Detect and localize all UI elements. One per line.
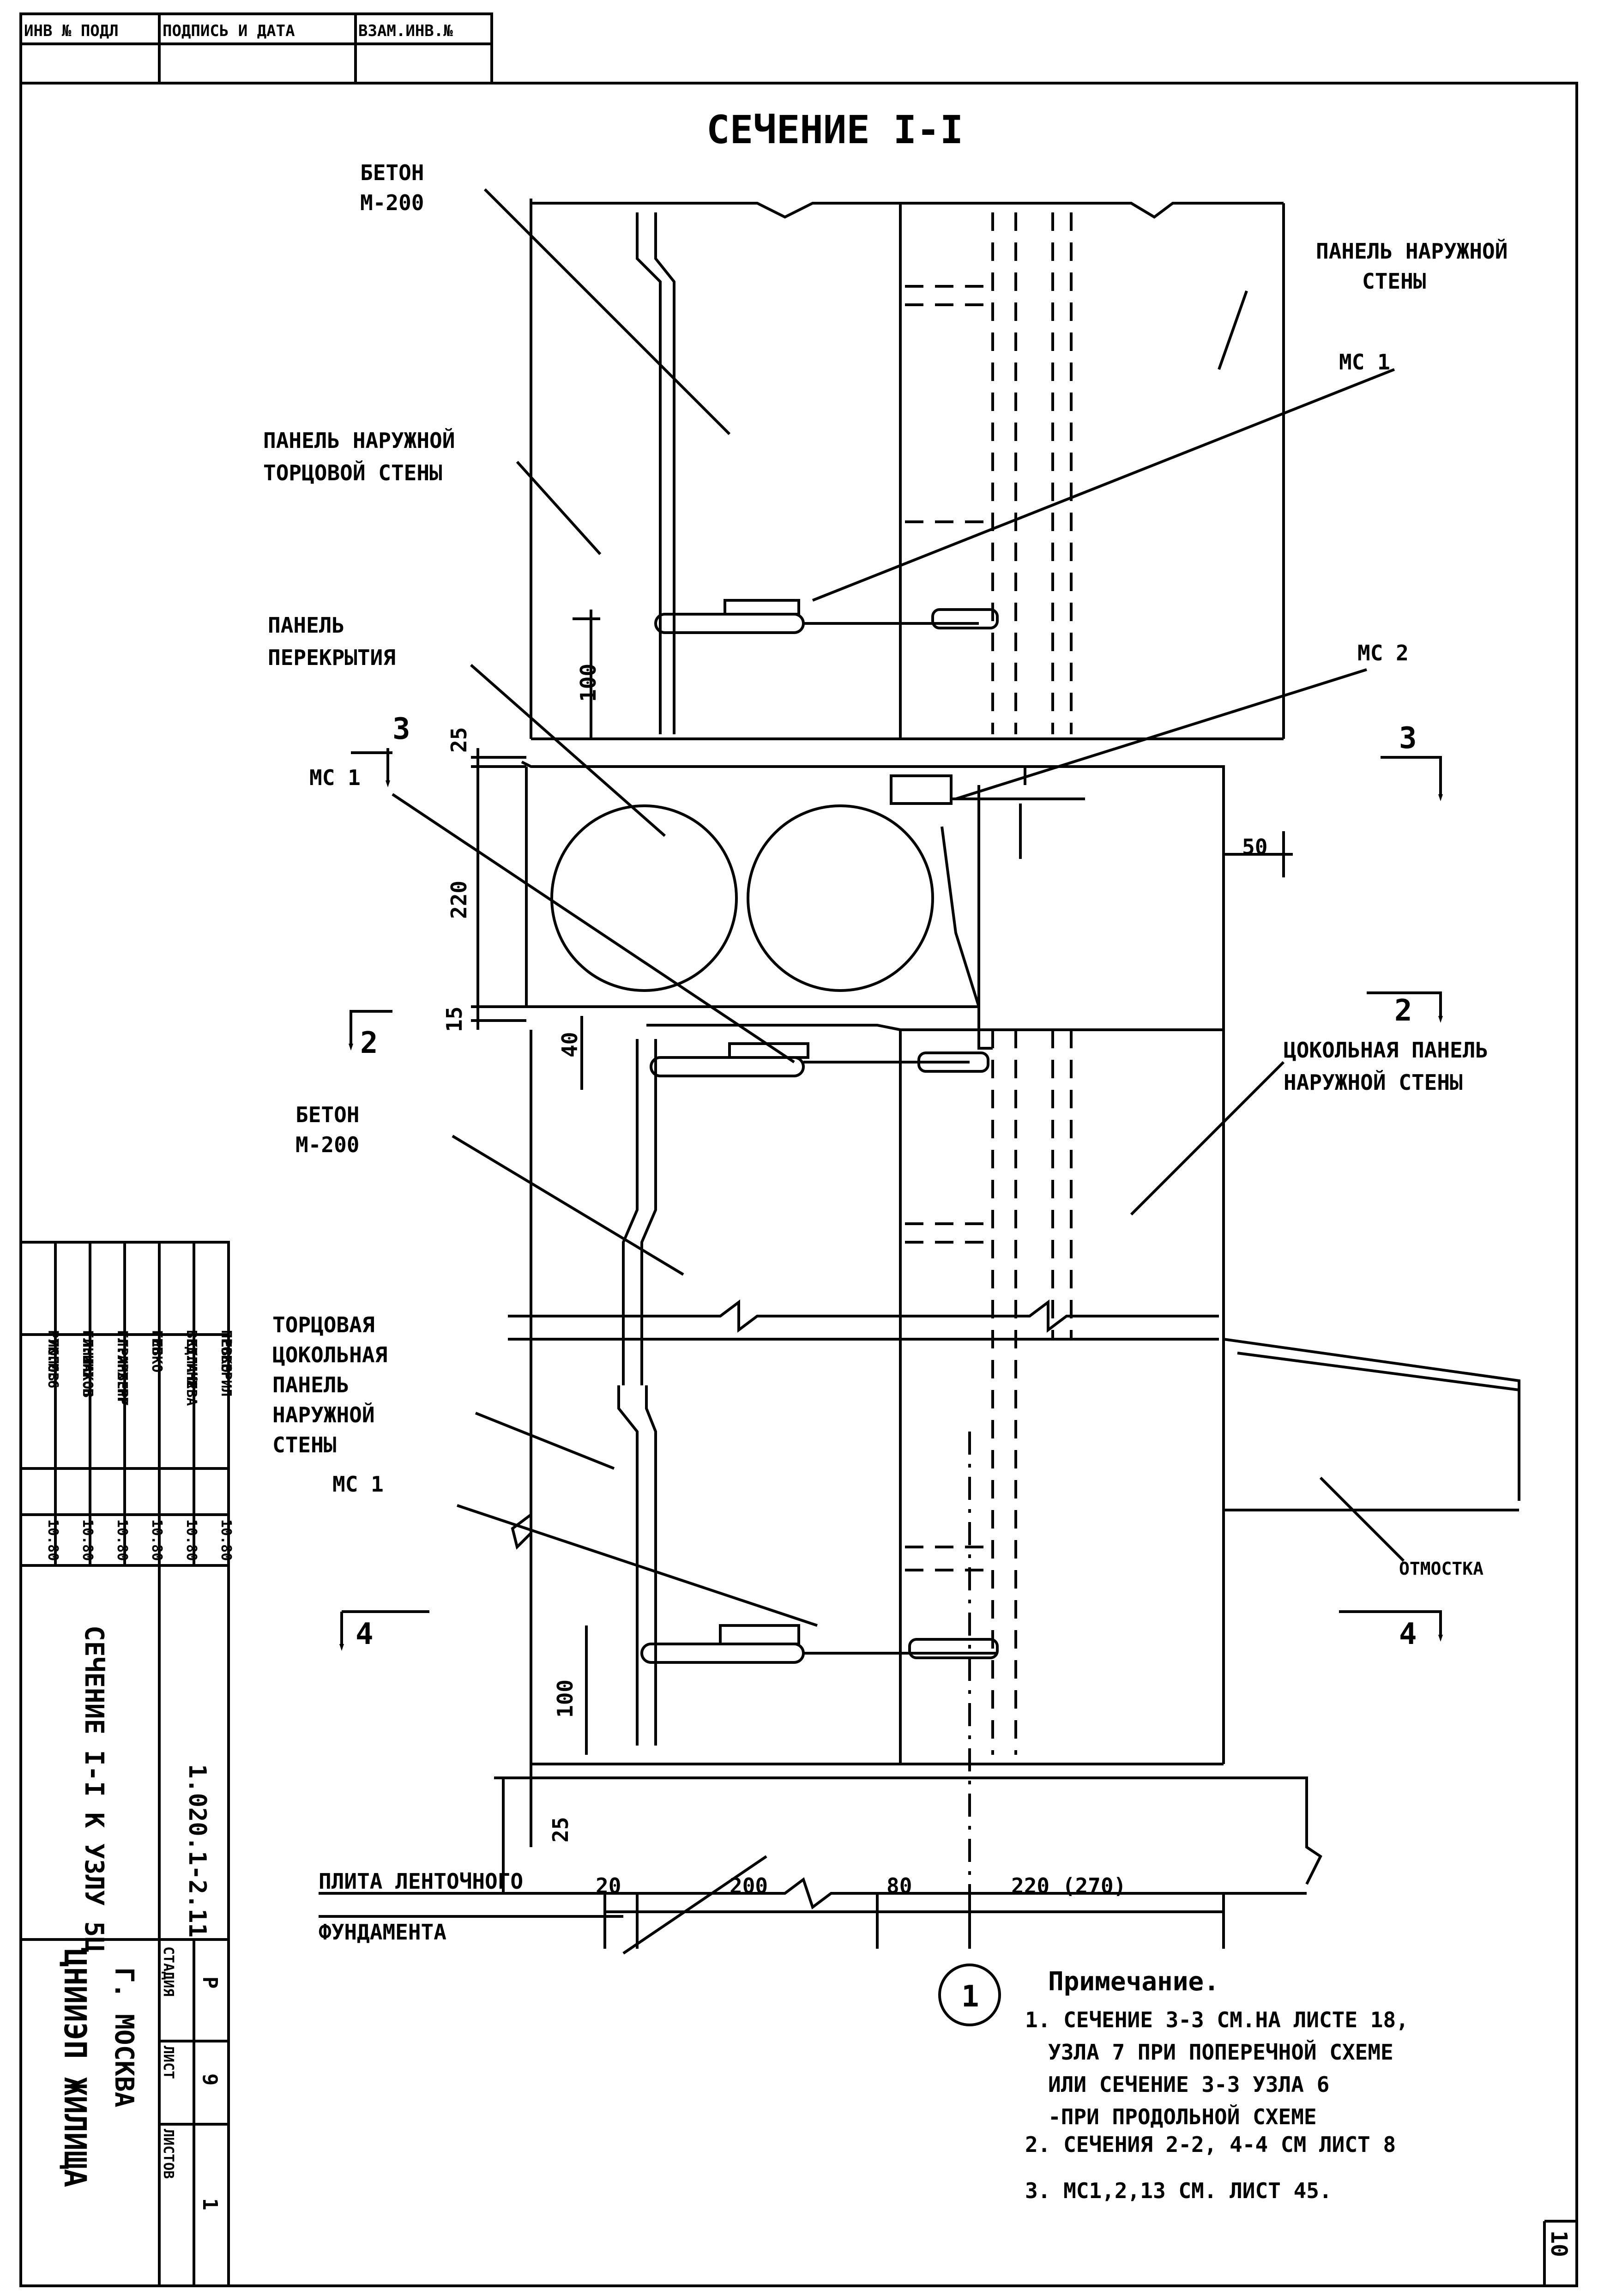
stamp-vzam-inv: ВЗАМ.ИНВ.№	[358, 22, 453, 40]
label-panel-outer-2: СТЕНЫ	[1362, 269, 1426, 294]
axis-marker: 1	[961, 1980, 979, 2014]
tb-role-5: ВЕД.ИНЖ	[183, 1330, 199, 1388]
tb-name-5: КУЛАЧЕВА	[183, 1339, 199, 1406]
tb-date-5: 10.80	[183, 1519, 199, 1561]
dim-40: 40	[557, 1032, 582, 1057]
label-beton-mid-2: М-200	[295, 1132, 359, 1157]
section-3-left: 3	[392, 712, 410, 746]
section-3-right: 3	[1399, 721, 1417, 755]
note-1a: 1. СЕЧЕНИЕ 3-3 СМ.НА ЛИСТЕ 18,	[1025, 2007, 1409, 2032]
label-plinth-1: ЦОКОЛЬНАЯ ПАНЕЛЬ	[1284, 1038, 1488, 1063]
label-mc2: МС 2	[1357, 640, 1409, 665]
tb-sheet-title: СЕЧЕНИЕ I-I К УЗЛУ 5Ц	[79, 1625, 109, 1952]
label-beton-top-2: М-200	[360, 190, 424, 215]
tb-date-4: 10.80	[149, 1519, 165, 1561]
tb-role-6: ПРОВЕРИЛ	[218, 1330, 234, 1397]
page-number: 10	[1546, 2230, 1572, 2257]
label-footing-1: ПЛИТА ЛЕНТОЧНОГО	[319, 1869, 523, 1894]
dim-100-top: 100	[576, 664, 601, 702]
label-mc1-mid: МС 1	[309, 765, 361, 790]
dim-25-bot: 25	[548, 1817, 573, 1843]
tb-sheet: 9	[198, 2073, 222, 2086]
label-panel-end-1: ПАНЕЛЬ НАРУЖНОЙ	[263, 428, 455, 453]
label-end-plinth-4: НАРУЖНОЙ	[272, 1402, 375, 1427]
label-panel-slab-1: ПАНЕЛЬ	[268, 613, 344, 638]
label-beton-mid-1: БЕТОН	[295, 1102, 359, 1127]
tb-date-6: 10.80	[218, 1519, 234, 1561]
tb-doc-code: 1.020.1-2.11	[183, 1764, 211, 1938]
label-plinth-2: НАРУЖНОЙ СТЕНЫ	[1284, 1070, 1463, 1095]
tb-name-2: ИНШАКОВ	[79, 1339, 96, 1397]
tb-stage: Р	[198, 1976, 222, 1989]
stamp-box	[19, 12, 493, 85]
section-2-left: 2	[360, 1026, 378, 1060]
note-1b: УЗЛА 7 ПРИ ПОПЕРЕЧНОЙ СХЕМЕ	[1048, 2040, 1393, 2065]
tb-role-3: ГЛ.АРХ.ПР	[114, 1330, 130, 1405]
label-end-plinth-3: ПАНЕЛЬ	[272, 1372, 349, 1397]
tb-name-4: ЕВКО	[149, 1339, 165, 1372]
label-end-plinth-5: СТЕНЫ	[272, 1432, 336, 1457]
section-4-left: 4	[356, 1617, 374, 1651]
label-mc1-bot: МС 1	[332, 1472, 384, 1497]
dim-100-bot: 100	[553, 1680, 578, 1718]
stamp-inv-podl: ИНВ № ПОДЛ	[24, 22, 119, 40]
label-beton-top-1: БЕТОН	[360, 160, 424, 185]
dim-200: 200	[730, 1873, 768, 1898]
label-footing-2: ФУНДАМЕНТА	[319, 1920, 446, 1945]
label-otmostka: ОТМОСТКА	[1399, 1559, 1483, 1579]
page-title: СЕЧЕНИЕ I-I	[706, 107, 963, 152]
tb-name-6: ЕВКО	[218, 1339, 234, 1372]
dim-80: 80	[886, 1873, 912, 1898]
note-2: 2. СЕЧЕНИЯ 2-2, 4-4 СМ ЛИСТ 8	[1025, 2132, 1396, 2157]
label-end-plinth-2: ЦОКОЛЬНАЯ	[272, 1342, 387, 1367]
stamp-podpis-data: ПОДПИСЬ И ДАТА	[163, 22, 295, 40]
label-end-plinth-1: ТОРЦОВАЯ	[272, 1312, 375, 1337]
sheet-frame	[19, 82, 1578, 2287]
section-2-right: 2	[1394, 994, 1412, 1028]
tb-name-1: ПОПОВ	[45, 1339, 61, 1381]
tb-role-2: ГЛ.ИНЖ.Н	[79, 1330, 96, 1397]
dim-25-top: 25	[446, 727, 471, 753]
label-mc1-top: МС 1	[1339, 350, 1390, 375]
tb-role-4: ГИП	[149, 1330, 165, 1355]
section-4-right: 4	[1399, 1617, 1417, 1651]
label-panel-slab-2: ПЕРЕКРЫТИЯ	[268, 645, 396, 670]
dim-20: 20	[596, 1873, 621, 1898]
tb-sheets-hdr: ЛИСТОВ	[160, 2129, 176, 2179]
dim-220: 220	[446, 881, 471, 919]
dim-220-270: 220 (270)	[1011, 1873, 1126, 1898]
tb-date-2: 10.80	[79, 1519, 96, 1561]
note-1d: -ПРИ ПРОДОЛЬНОЙ СХЕМЕ	[1048, 2104, 1317, 2129]
tb-sheet-hdr: ЛИСТ	[160, 2046, 176, 2079]
tb-date-3: 10.80	[114, 1519, 130, 1561]
tb-role-1: РУК.М.6	[45, 1330, 61, 1388]
label-panel-outer-1: ПАНЕЛЬ НАРУЖНОЙ	[1316, 239, 1508, 264]
label-panel-end-2: ТОРЦОВОЙ СТЕНЫ	[263, 460, 442, 485]
tb-date-1: 10.80	[45, 1519, 61, 1561]
tb-org-1: ЦНИИЭП ЖИЛИЩА	[57, 1949, 93, 2187]
note-1c: ИЛИ СЕЧЕНИЕ 3-3 УЗЛА 6	[1048, 2072, 1329, 2097]
dim-50: 50	[1242, 834, 1267, 859]
tb-name-3: ГРИНБЕРГ	[114, 1339, 130, 1406]
note-3: 3. МС1,2,13 СМ. ЛИСТ 45.	[1025, 2178, 1332, 2203]
tb-sheets: 1	[198, 2198, 222, 2211]
notes-heading: Примечание.	[1048, 1967, 1219, 1997]
tb-stage-hdr: СТАДИЯ	[160, 1946, 176, 1996]
dim-15: 15	[442, 1007, 467, 1032]
tb-org-2: Г. МОСКВА	[109, 1967, 139, 2107]
